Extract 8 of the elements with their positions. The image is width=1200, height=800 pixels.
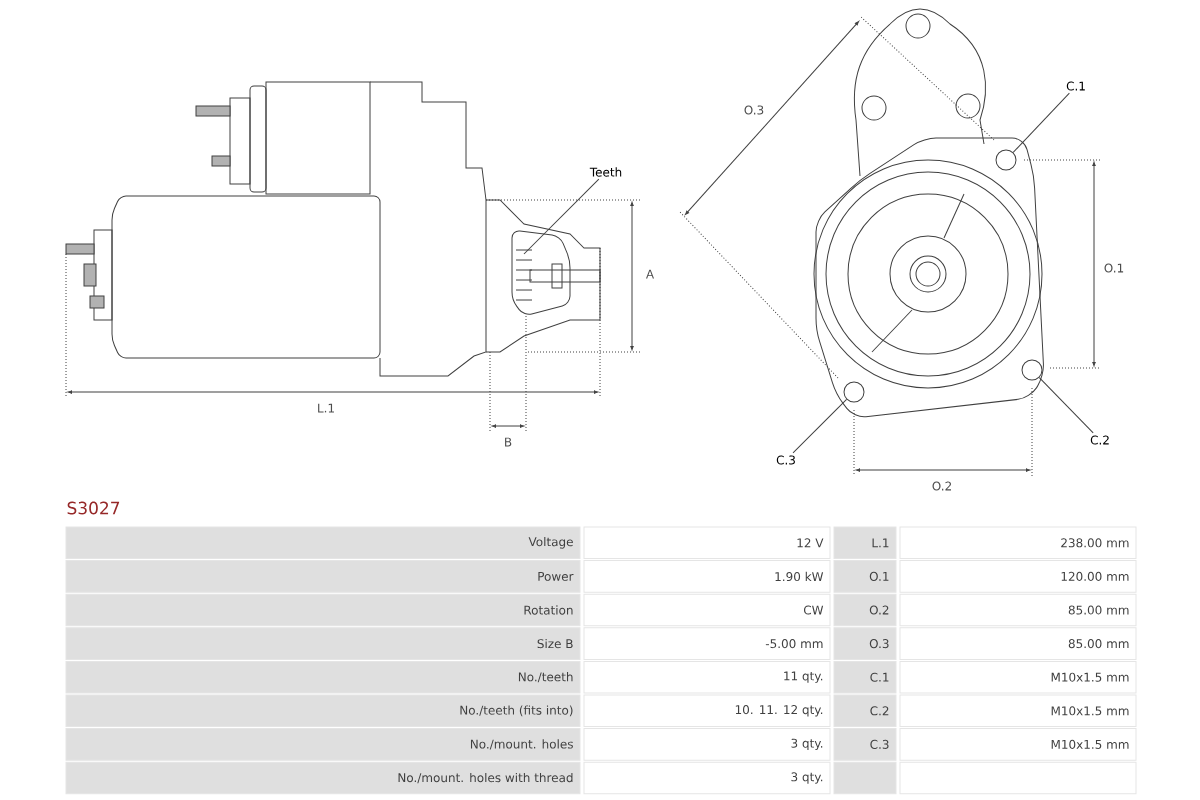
leader-line (1012, 92, 1070, 153)
mounting-hole (843, 381, 865, 403)
part-number-title: S3027 (67, 501, 120, 515)
leader-line (792, 398, 848, 454)
leader-line (1038, 377, 1094, 434)
mounting-hole (1021, 359, 1043, 381)
leader-line (523, 178, 600, 255)
mounting-hole (995, 149, 1017, 171)
